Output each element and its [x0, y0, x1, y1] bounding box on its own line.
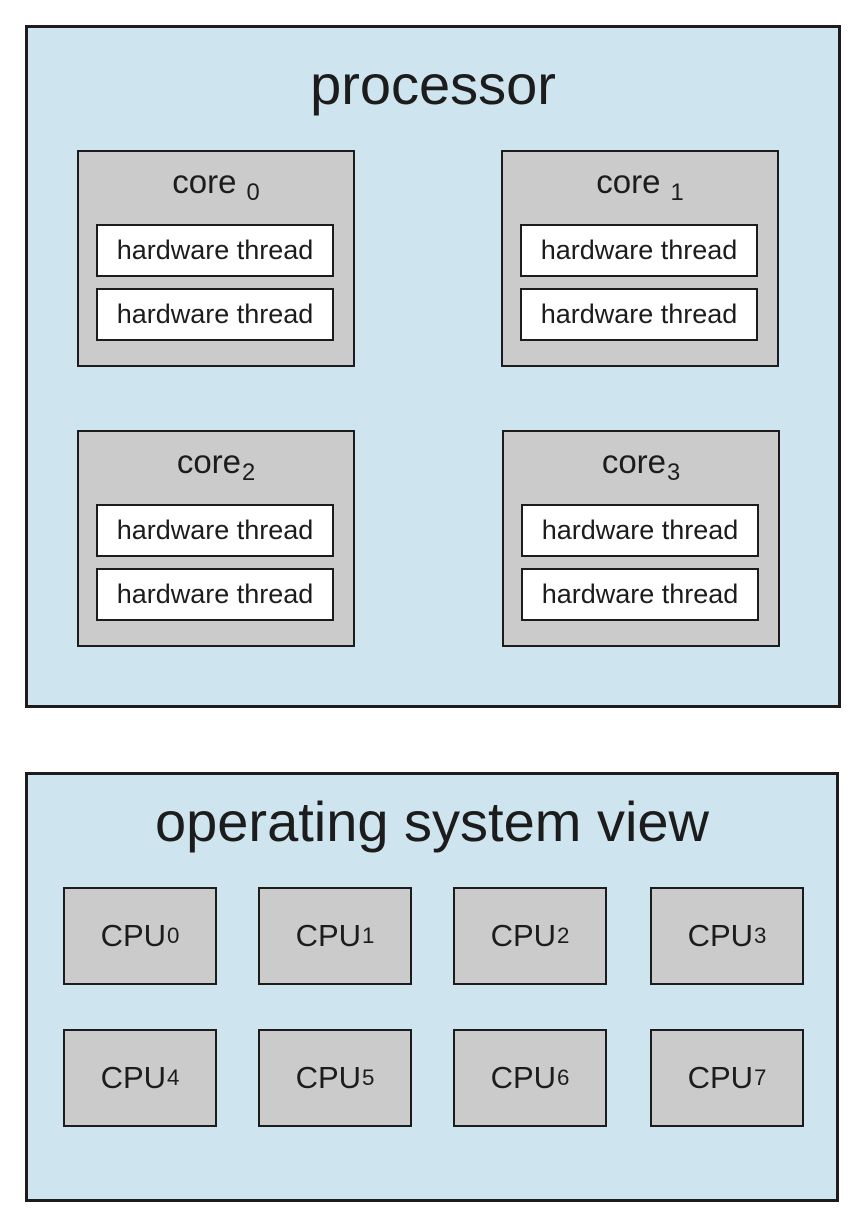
- hardware-thread-box: hardware thread: [96, 288, 334, 341]
- hardware-thread-box: hardware thread: [520, 224, 758, 277]
- cpu-label-base: CPU: [295, 1060, 362, 1095]
- hardware-thread-box: hardware thread: [96, 504, 334, 557]
- hardware-thread-box: hardware thread: [521, 504, 759, 557]
- cpu-label-subscript: 0: [166, 923, 180, 948]
- cpu-label-base: CPU: [100, 918, 167, 953]
- cpu-label-subscript: 5: [361, 1065, 375, 1090]
- cpu-label-base: CPU: [100, 1060, 167, 1095]
- cpu-label-base: CPU: [687, 1060, 754, 1095]
- cpu-label-subscript: 1: [361, 923, 375, 948]
- core-label-1: core 1: [503, 163, 777, 206]
- core-label-2: core2: [79, 443, 353, 486]
- hardware-thread-box: hardware thread: [96, 568, 334, 621]
- cpu-label-base: CPU: [687, 918, 754, 953]
- core-label-base: core: [172, 163, 246, 200]
- core-label-3: core3: [504, 443, 778, 486]
- hardware-thread-box: hardware thread: [520, 288, 758, 341]
- cpu-label-base: CPU: [490, 918, 557, 953]
- core-label-subscript: 0: [246, 178, 260, 206]
- cpu-label-subscript: 3: [753, 923, 767, 948]
- core-label-subscript: 1: [670, 178, 684, 206]
- cpu-label-subscript: 7: [753, 1065, 767, 1090]
- core-box-0: core 0 hardware thread hardware thread: [77, 150, 355, 367]
- cpu-label-base: CPU: [295, 918, 362, 953]
- cpu-label-subscript: 4: [166, 1065, 180, 1090]
- cpu-label-subscript: 2: [556, 923, 570, 948]
- hardware-thread-box: hardware thread: [96, 224, 334, 277]
- os-view-title: operating system view: [154, 790, 709, 853]
- core-label-base: core: [596, 163, 670, 200]
- processor-title: processor: [310, 53, 556, 116]
- cpu-label-subscript: 6: [556, 1065, 570, 1090]
- core-label-base: core: [601, 443, 667, 480]
- hardware-thread-box: hardware thread: [521, 568, 759, 621]
- core-label-base: core: [176, 443, 242, 480]
- core-label-subscript: 2: [241, 458, 256, 486]
- core-box-3: core3 hardware thread hardware thread: [502, 430, 780, 647]
- processor-panel: processor core 0 hardware thread hardwar…: [25, 25, 841, 708]
- cpu-label-base: CPU: [490, 1060, 557, 1095]
- core-label-0: core 0: [79, 163, 353, 206]
- core-box-1: core 1 hardware thread hardware thread: [501, 150, 779, 367]
- core-label-subscript: 3: [666, 458, 681, 486]
- core-box-2: core2 hardware thread hardware thread: [77, 430, 355, 647]
